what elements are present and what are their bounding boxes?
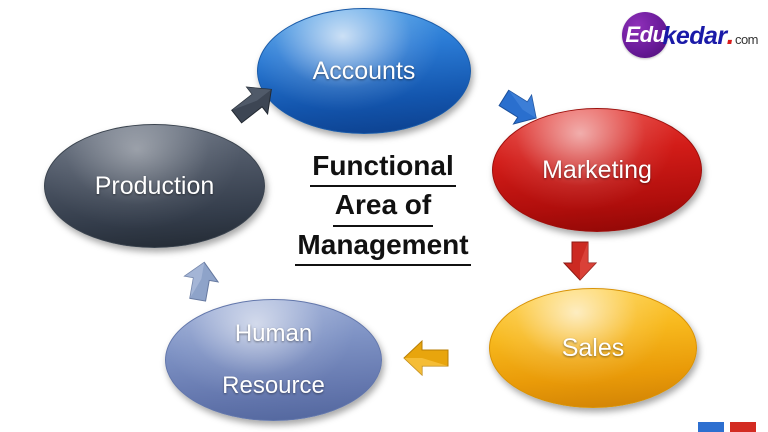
logo-tld: com	[734, 32, 759, 47]
page-title-line3: Management	[295, 227, 471, 267]
logo-wordmark: kedar.com	[662, 19, 758, 51]
node-marketing-label: Marketing	[542, 155, 652, 184]
arrow-human-resource-to-production	[179, 257, 223, 305]
logo-dot: .	[726, 19, 735, 50]
node-production-label: Production	[94, 171, 215, 200]
node-human-resource-label-line2: Resource	[222, 371, 325, 399]
node-accounts: Accounts	[257, 8, 471, 134]
edukedar-logo: Edu kedar.com	[622, 12, 759, 58]
arrow-sales-to-human-resource	[400, 334, 452, 382]
arrow-marketing-to-sales	[558, 238, 602, 284]
node-sales: Sales	[489, 288, 697, 408]
logo-name: kedar	[662, 22, 727, 50]
arrow-production-to-accounts	[228, 78, 280, 128]
page-title-line2: Area of	[332, 187, 434, 227]
logo-badge: Edu	[622, 12, 669, 58]
color-chip-red	[730, 422, 756, 432]
logo-badge-text: Edu	[625, 22, 666, 47]
node-human-resource-label: Human Resource	[214, 321, 333, 399]
page-title: Functional Area of Management	[268, 148, 498, 267]
node-human-resource: Human Resource	[165, 299, 382, 421]
node-marketing: Marketing	[492, 108, 702, 232]
page-title-line1: Functional	[310, 148, 456, 188]
node-sales-label: Sales	[561, 333, 625, 362]
node-accounts-label: Accounts	[312, 56, 416, 85]
node-human-resource-label-line1: Human	[234, 320, 313, 348]
node-production: Production	[44, 124, 265, 248]
arrow-accounts-to-marketing	[497, 85, 543, 131]
color-chip-blue	[698, 422, 724, 432]
